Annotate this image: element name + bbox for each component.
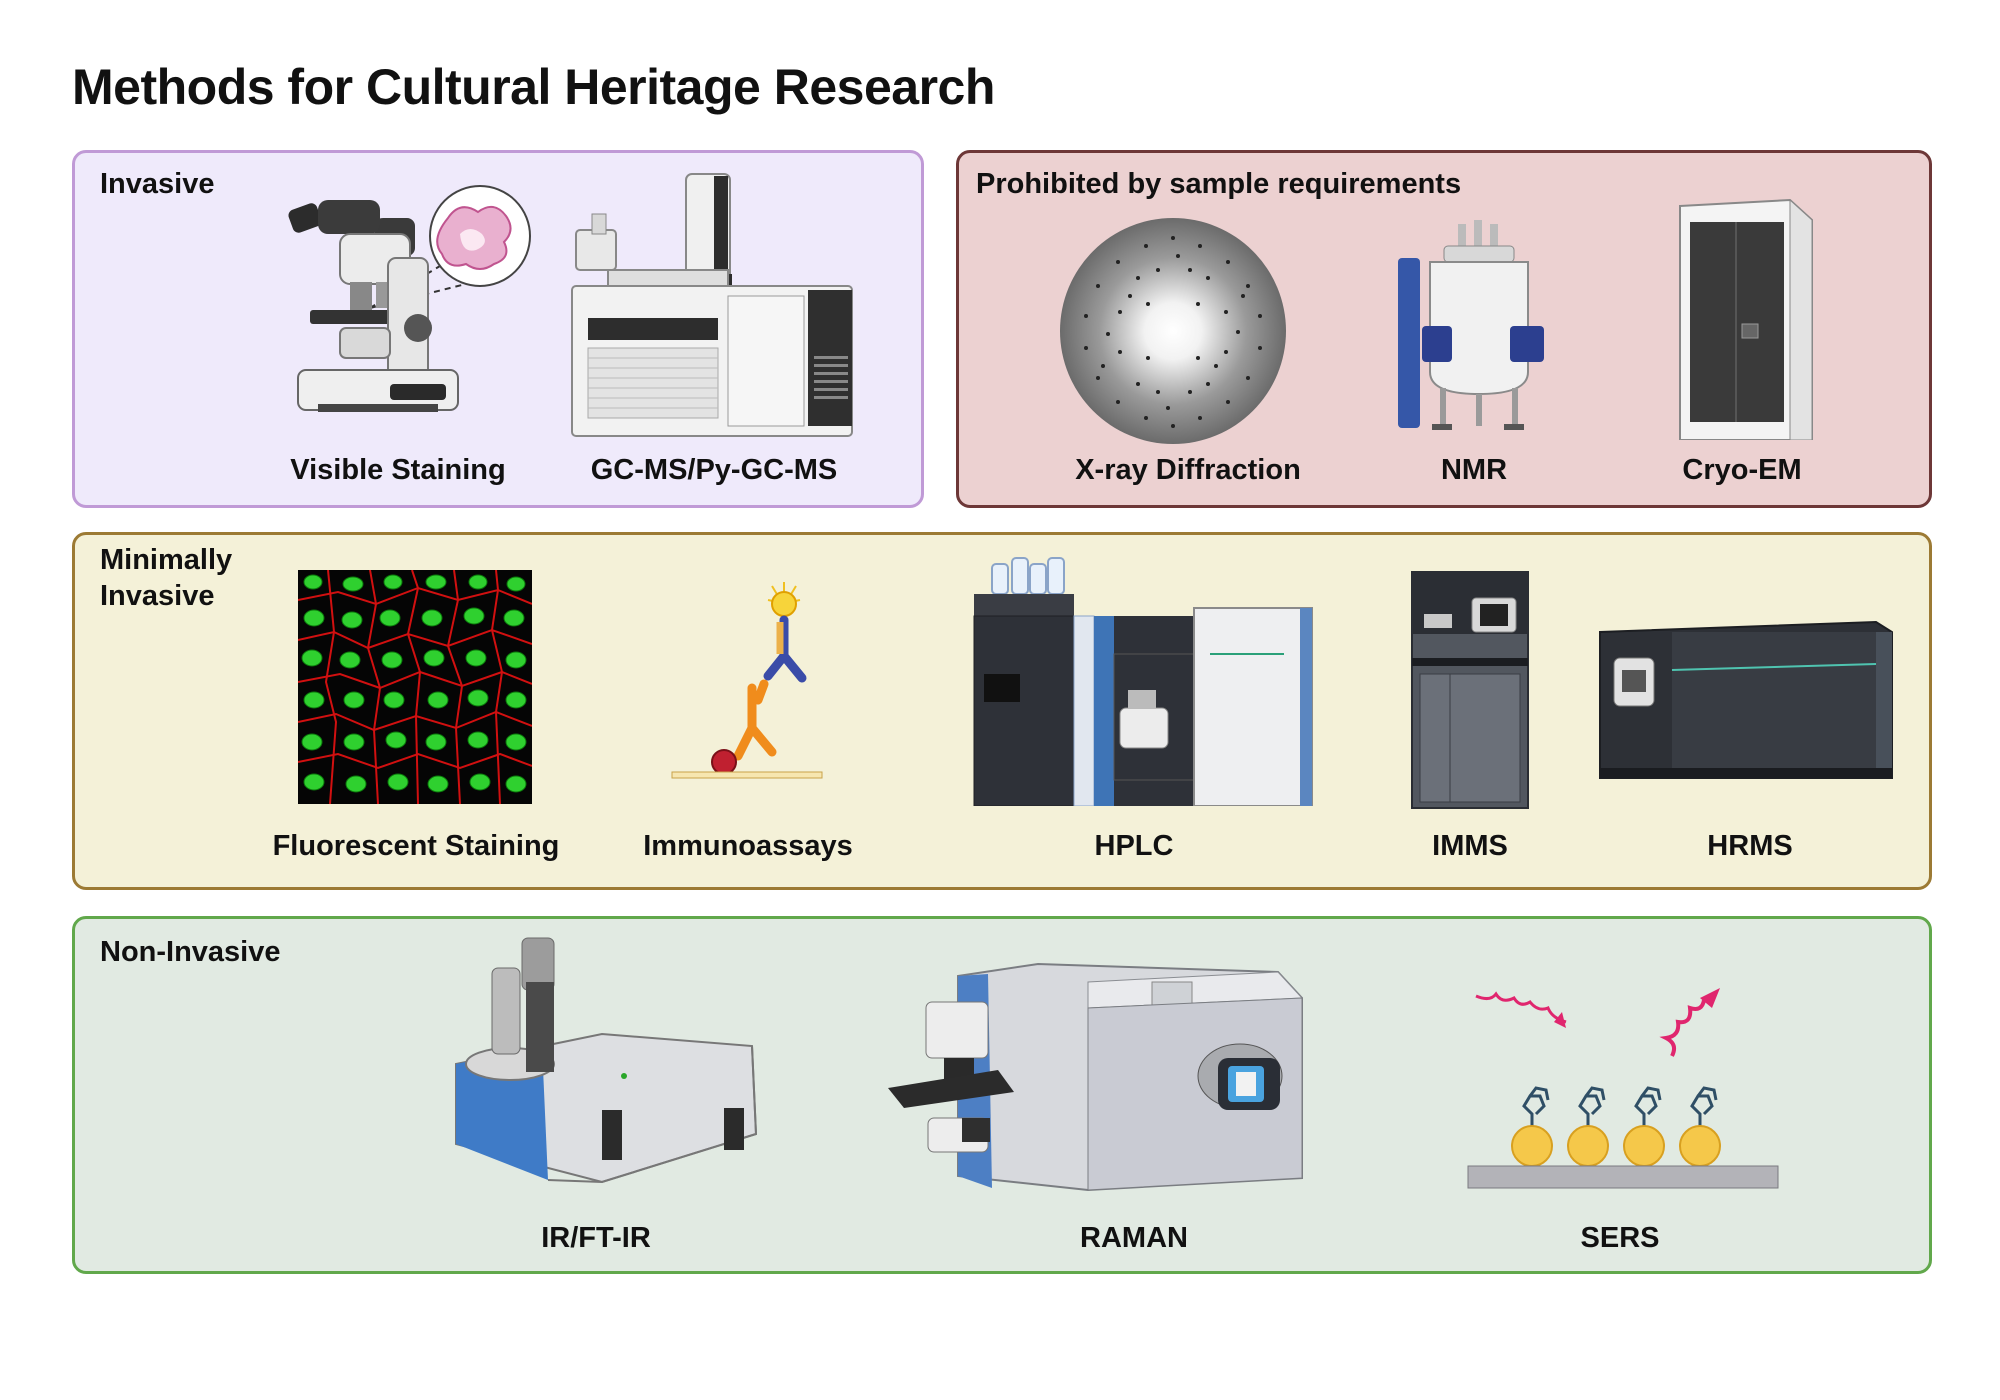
- method-label-xray-diffraction: X-ray Diffraction: [1075, 454, 1301, 486]
- method-label-fluorescent-staining: Fluorescent Staining: [272, 830, 560, 862]
- panel-label-line2: Invasive: [100, 580, 215, 612]
- ft-ir-spectrometer-illustration: [455, 937, 758, 1184]
- antibody-immunoassay-illustration: [671, 582, 823, 779]
- nmr-magnet-illustration: [1398, 220, 1544, 430]
- panel-label-invasive: Invasive: [100, 168, 215, 200]
- method-label-nmr: NMR: [1440, 454, 1508, 486]
- page-title: Methods for Cultural Heritage Research: [72, 59, 995, 115]
- panel-label-prohibited: Prohibited by sample requirements: [976, 168, 1462, 200]
- method-label-raman: RAMAN: [1080, 1222, 1188, 1254]
- xray-diffraction-pattern-illustration: [1060, 218, 1286, 444]
- sers-nanoparticle-illustration: [1467, 988, 1779, 1189]
- microscope-illustration: [288, 185, 531, 412]
- method-label-gc-ms: GC-MS/Py-GC-MS: [590, 454, 838, 486]
- panel-label-line1: Minimally: [100, 544, 233, 576]
- imms-instrument-illustration: [1411, 571, 1529, 809]
- method-label-sers: SERS: [1580, 1222, 1660, 1254]
- panel-label-non-invasive: Non-Invasive: [100, 936, 281, 968]
- hplc-instrument-illustration: [973, 557, 1313, 806]
- method-label-cryo-em: Cryo-EM: [1682, 454, 1802, 486]
- cryo-em-cabinet-illustration: [1679, 198, 1813, 440]
- hrms-instrument-illustration: [1599, 620, 1893, 779]
- panel-label-minimally-invasive: Minimally Invasive: [100, 542, 232, 614]
- method-label-immunoassays: Immunoassays: [643, 830, 853, 862]
- method-label-hrms: HRMS: [1707, 830, 1793, 862]
- raman-spectrometer-illustration: [888, 962, 1304, 1192]
- method-label-ir-ft-ir: IR/FT-IR: [541, 1222, 651, 1254]
- method-label-hplc: HPLC: [1094, 830, 1174, 862]
- gc-ms-instrument-illustration: [571, 173, 853, 437]
- method-label-imms: IMMS: [1432, 830, 1508, 862]
- method-label-visible-staining: Visible Staining: [290, 454, 506, 486]
- fluorescent-cells-image: [298, 570, 532, 804]
